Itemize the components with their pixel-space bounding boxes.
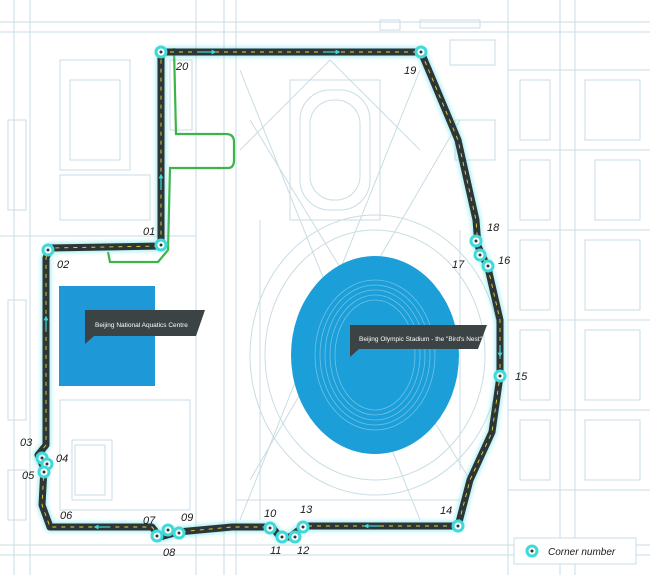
corner-label-18: 18 — [487, 222, 500, 234]
corner-label-08: 08 — [163, 547, 176, 559]
corner-marker-12 — [288, 530, 302, 544]
corner-label-02: 02 — [57, 259, 69, 271]
corner-marker-07 — [150, 529, 164, 543]
direction-arrows — [43, 49, 503, 530]
corner-marker-08 — [161, 523, 175, 537]
corner-label-16: 16 — [498, 255, 511, 267]
corner-markers — [35, 45, 507, 544]
corner-label-17: 17 — [452, 259, 465, 271]
corner-marker-14 — [451, 519, 465, 533]
stadium-building — [291, 256, 459, 454]
corner-label-14: 14 — [440, 505, 452, 517]
legend: Corner number — [513, 537, 637, 565]
corner-marker-18 — [469, 234, 483, 248]
corner-marker-20 — [154, 45, 168, 59]
corner-marker-10 — [263, 521, 277, 535]
corner-label-03: 03 — [20, 437, 33, 449]
pit-lane — [106, 47, 236, 264]
legend-label: Corner number — [548, 547, 616, 558]
corner-marker-11 — [275, 530, 289, 544]
corner-marker-02 — [41, 243, 55, 257]
corner-label-11: 11 — [270, 545, 281, 557]
corner-label-13: 13 — [300, 504, 313, 516]
corner-label-06: 06 — [60, 510, 73, 522]
corner-label-20: 20 — [175, 61, 189, 73]
corner-label-04: 04 — [56, 453, 68, 465]
corner-labels: 01 02 03 04 05 06 07 08 09 10 11 12 13 1… — [20, 61, 528, 559]
corner-label-09: 09 — [181, 512, 193, 524]
stadium-rings — [314, 279, 436, 431]
corner-label-07: 07 — [143, 515, 156, 527]
legend-corner-marker-icon — [525, 544, 539, 558]
corner-marker-16 — [481, 259, 495, 273]
corner-label-05: 05 — [22, 470, 35, 482]
corner-label-12: 12 — [297, 545, 309, 557]
stadium-label: Beijing Olympic Stadium - the "Bird's Ne… — [350, 325, 487, 357]
corner-marker-09 — [172, 526, 186, 540]
corner-marker-15 — [493, 369, 507, 383]
corner-label-19: 19 — [404, 65, 416, 77]
corner-marker-17 — [473, 248, 487, 262]
corner-label-15: 15 — [515, 371, 528, 383]
corner-marker-05 — [37, 465, 51, 479]
corner-label-10: 10 — [264, 508, 277, 520]
corner-marker-19 — [414, 45, 428, 59]
aquatics-label: Beijing National Aquatics Centre — [85, 310, 205, 344]
stadium-label-text: Beijing Olympic Stadium - the "Bird's Ne… — [359, 336, 483, 343]
corner-marker-01 — [154, 238, 168, 252]
corner-marker-13 — [296, 520, 310, 534]
corner-label-01: 01 — [143, 226, 155, 238]
aquatics-label-text: Beijing National Aquatics Centre — [95, 322, 188, 329]
